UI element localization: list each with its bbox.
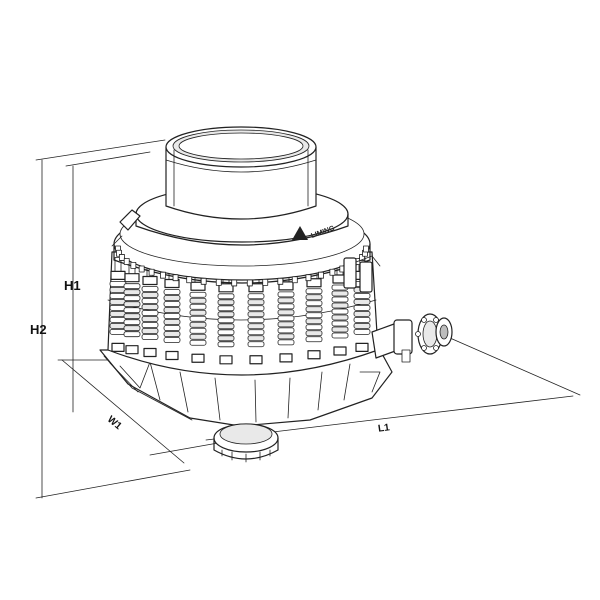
rim-bolt: [123, 258, 130, 265]
rim-bolt: [160, 271, 166, 279]
rim-bolt: [148, 268, 155, 276]
rim-bolt: [231, 279, 238, 287]
w1-bottom-extension: [149, 442, 219, 456]
dimension-labels: H1 H2 W1 L1: [30, 278, 391, 435]
rim-bolt: [363, 245, 369, 253]
label-w1: W1: [105, 414, 124, 432]
label-h2: H2: [30, 322, 47, 337]
spring-column: [109, 256, 127, 352]
drive-shaft: [371, 313, 453, 363]
rim-bolt: [359, 254, 366, 261]
rim-bolt: [200, 277, 207, 285]
rim-bolt: [118, 254, 125, 261]
spring-column: [141, 262, 159, 358]
left-arm: [111, 209, 141, 247]
h2-bottom-extension: [35, 469, 191, 499]
h2-top-extension: [35, 139, 166, 161]
rim-bolt: [215, 278, 222, 286]
spring-columns: [109, 256, 371, 365]
rim-bolt: [305, 274, 312, 282]
crusher-machine: LIMING: [99, 126, 453, 463]
rim-bolt: [246, 279, 253, 287]
w1-dimension-line: [61, 359, 185, 464]
rim-bolt: [329, 268, 336, 276]
label-l1: L1: [377, 422, 391, 435]
l1-right-extension: [449, 337, 581, 396]
rim-bolt: [291, 276, 298, 284]
rim-bolt: [262, 278, 269, 286]
feed-hopper: [165, 126, 317, 220]
rim-bolt: [138, 265, 145, 273]
label-h1: H1: [64, 278, 81, 293]
dimension-lines: [35, 139, 581, 499]
rim-bolt: [318, 271, 324, 279]
logo-mark-icon: [292, 226, 308, 240]
h1-top-extension: [65, 151, 151, 167]
right-cylinders: [343, 255, 381, 293]
spring-column: [163, 265, 181, 361]
rim-bolt: [172, 274, 179, 282]
rim-bolt: [116, 249, 122, 257]
rim-bolt: [186, 276, 193, 284]
bottom-pulley: [213, 423, 279, 463]
rim-bolt: [130, 261, 137, 269]
rim-bolt: [277, 277, 284, 285]
